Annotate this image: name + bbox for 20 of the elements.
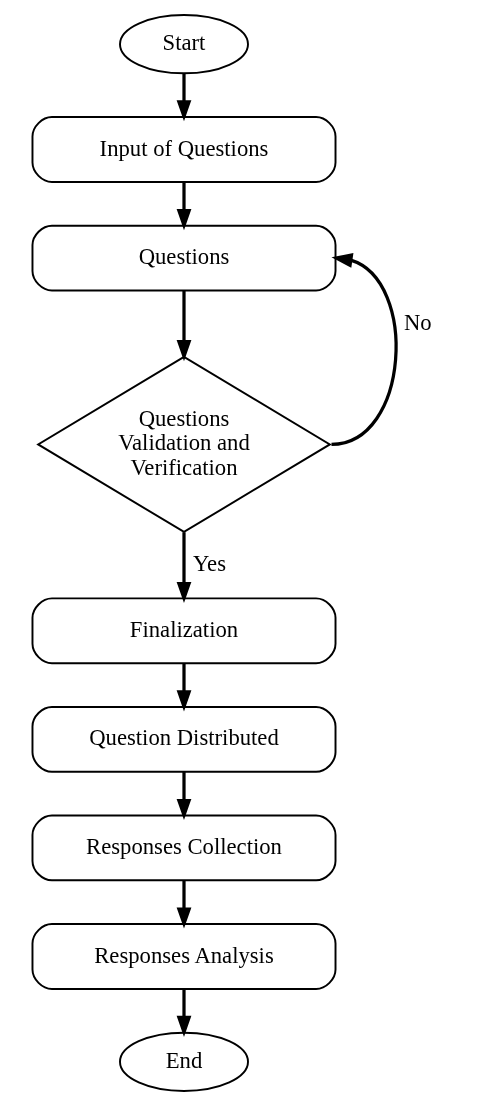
node-ellipse: Start	[118, 14, 249, 75]
arrow	[176, 663, 191, 712]
node-diamond: Questions Validation and Verification	[35, 355, 332, 534]
node-box: Question Distributed	[31, 706, 336, 773]
node-box: Input of Questions	[31, 116, 336, 183]
arrow	[176, 772, 191, 821]
node-box: Finalization	[31, 597, 336, 665]
arrow	[176, 73, 191, 122]
arrow	[176, 880, 191, 929]
arrow	[176, 182, 191, 231]
node-box: Questions	[31, 224, 336, 292]
arrow	[176, 290, 191, 362]
edge-label: No	[403, 309, 432, 335]
node-box: Responses Collection	[31, 814, 336, 882]
node-box: Responses Analysis	[31, 923, 336, 990]
edge-label: Yes	[192, 551, 226, 577]
arrow	[176, 989, 191, 1037]
arrow	[176, 532, 191, 603]
node-ellipse: End	[118, 1031, 249, 1092]
arrow	[330, 253, 397, 447]
